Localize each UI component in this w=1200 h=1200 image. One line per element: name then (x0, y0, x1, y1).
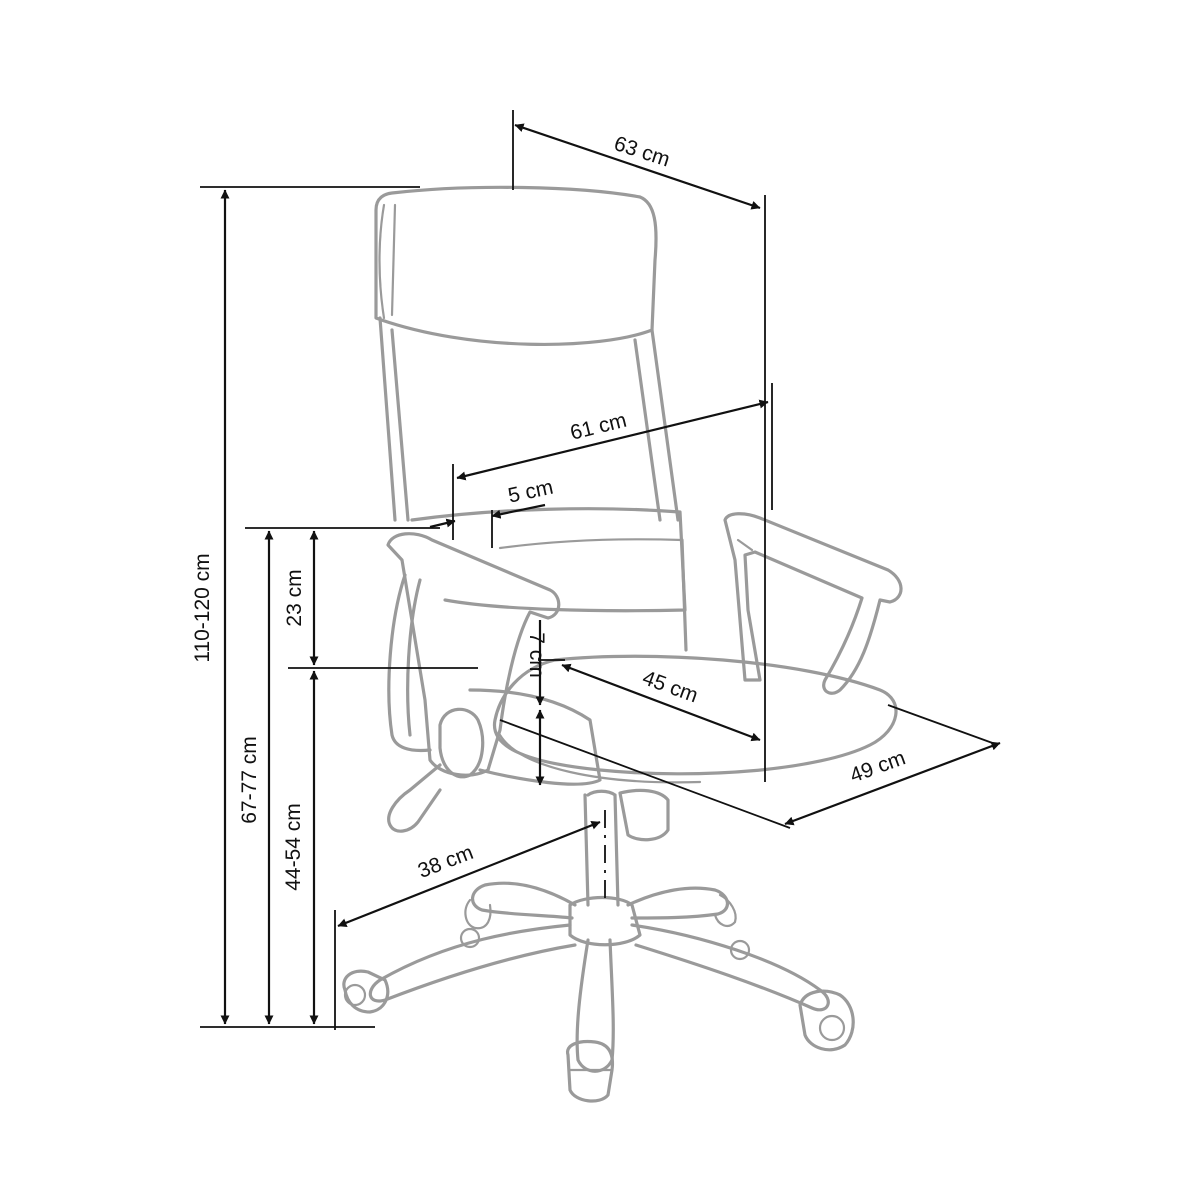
caster-right (798, 989, 855, 1052)
label-seat-depth: 45 cm (639, 666, 701, 707)
headrest-inner-seam (390, 203, 397, 317)
left-armrest-loop-inner (406, 578, 422, 737)
seat-mechanism (468, 688, 602, 786)
base-leg-back-right (626, 886, 729, 920)
right-armrest (723, 512, 903, 695)
dim-line-45 (561, 663, 761, 742)
tilt-knob (438, 707, 485, 779)
label-seat-thickness: 7 cm (525, 632, 548, 678)
caster-back-right (713, 893, 751, 961)
headrest-roll (378, 203, 386, 320)
dimension-arrows (220, 123, 1001, 1025)
dim-line-63 (514, 123, 761, 210)
chair-headrest (374, 185, 658, 347)
label-total-height: 110-120 cm (191, 553, 214, 662)
caster-left (342, 969, 390, 1014)
backrest-lower (680, 538, 688, 652)
chair-drawing (342, 185, 903, 1103)
lever-handle (387, 763, 442, 833)
label-armrest-height: 67-77 cm (238, 736, 261, 824)
extension-lines (200, 110, 999, 1030)
label-width-top: 63 cm (611, 132, 672, 172)
dim-line-49 (784, 741, 1001, 826)
label-base-radius: 38 cm (415, 841, 477, 883)
dim-line-61 (456, 399, 769, 481)
gas-lift (583, 789, 620, 907)
left-armrest-loop (387, 573, 432, 753)
base-leg-left (368, 923, 577, 1003)
right-armrest-cap (736, 538, 754, 552)
dim-line-5b (491, 503, 546, 519)
base-leg-back-left (471, 881, 577, 920)
dim-line-5 (429, 518, 456, 529)
base-leg-front (575, 938, 615, 1073)
backrest-lumbar-seam (498, 538, 684, 550)
label-armrest-pad: 5 cm (506, 476, 555, 508)
seat-underside (498, 733, 702, 784)
caster-front (566, 1039, 615, 1103)
label-seat-height: 44-54 cm (282, 803, 305, 891)
dim-line-38 (337, 820, 601, 928)
gas-lift-cover (618, 788, 670, 842)
base-leg-right (630, 923, 830, 1012)
label-arm-to-seat: 23 cm (283, 569, 306, 626)
dimension-labels: 63 cm 61 cm 5 cm 110-120 cm 67-77 cm 23 … (191, 132, 909, 891)
